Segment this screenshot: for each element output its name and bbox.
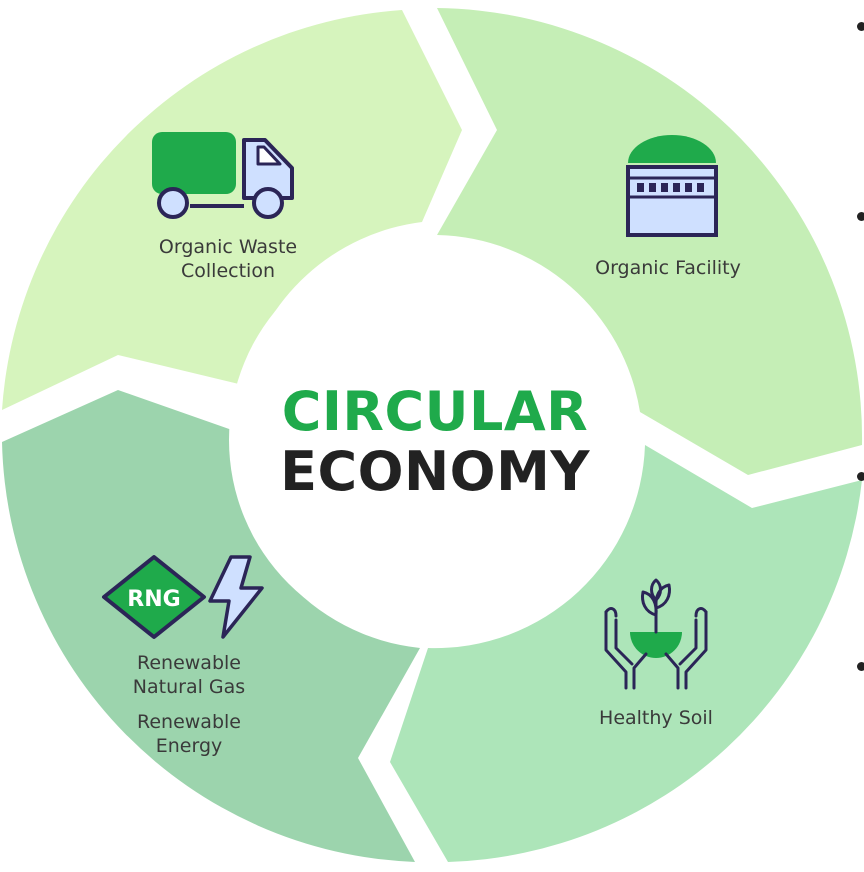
label-energy-3: Renewable — [137, 711, 241, 733]
center-circle — [229, 237, 635, 643]
center-title-economy: ECONOMY — [280, 440, 590, 503]
facility-icon — [626, 135, 718, 237]
label-facility: Organic Facility — [595, 257, 741, 279]
label-collection-2: Collection — [181, 260, 275, 282]
segment-facility — [437, 8, 863, 475]
edge-bullet-4 — [857, 662, 864, 671]
label-energy-4: Energy — [156, 735, 223, 757]
center-title-circular: CIRCULAR — [282, 380, 589, 443]
edge-bullet-2 — [857, 212, 864, 221]
rng-diamond — [102, 555, 206, 639]
hands-plant-icon — [604, 578, 708, 690]
segment-energy — [2, 390, 420, 862]
rng-energy-icon: RNG — [102, 555, 264, 639]
truck-icon — [152, 132, 294, 219]
label-energy-1: Renewable — [137, 652, 241, 674]
segment-collection — [2, 10, 462, 410]
segment-soil — [390, 445, 862, 862]
rng-badge-text: RNG — [127, 587, 180, 612]
label-collection-1: Organic Waste — [159, 236, 297, 258]
label-energy-2: Natural Gas — [133, 676, 245, 698]
label-soil: Healthy Soil — [599, 707, 713, 729]
lightning-icon — [208, 555, 264, 639]
edge-bullet-3 — [857, 472, 864, 481]
edge-bullet-1 — [857, 22, 864, 31]
